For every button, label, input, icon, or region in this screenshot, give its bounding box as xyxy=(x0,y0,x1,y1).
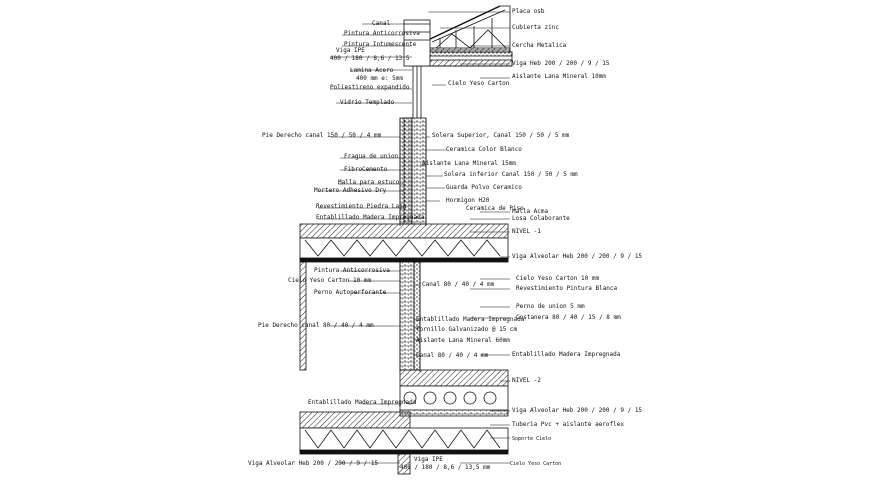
label-tuberia-pvc: Tuberia Pvc + aislante aeroflex xyxy=(512,421,624,428)
label-revestimiento-pintura: Revestimiento Pintura Blanca xyxy=(516,285,618,292)
label-canal-80-mid: Canal 80 / 40 / 4 mm xyxy=(422,281,495,288)
label-entablillado-mid: Entablillado Madera Impregnada xyxy=(416,316,525,323)
label-pie-derecho-canal-top: Pie Derecho canal 150 / 50 / 4 mm xyxy=(262,132,382,139)
label-losa-colaborante: Losa Colaborante xyxy=(512,215,570,222)
upper-window xyxy=(412,66,422,118)
label-cubierta-zinc: Cubierta zinc xyxy=(512,24,559,31)
label-solera-inferior: Solera inferior Canal 150 / 50 / 5 mm xyxy=(444,171,578,178)
label-cielo-yeso-right: Cielo Yeso Carton 10 mm xyxy=(516,275,599,282)
label-aislante-lana-60: Aislante Lana Mineral 60mm xyxy=(416,337,510,344)
label-hormigon-h20: Hormigon H20 xyxy=(446,197,490,204)
label-ceramica-color: Ceramica Color Blanco xyxy=(446,146,522,153)
slab-level-1 xyxy=(299,223,509,263)
label-ceramica-piso: Ceramica de Piso xyxy=(466,205,524,212)
label-entablillado-low: Entablillado Madera Impregnada xyxy=(308,399,417,406)
label-pintura-anticorrosiva-mid: Pintura Anticorrosiva xyxy=(314,267,390,274)
label-aislante-lana-15: Aislante Lana Mineral 15mm xyxy=(422,160,516,167)
label-entablillado-top: Entablillado Madera Impregnada xyxy=(316,214,425,221)
label-costanera: Costanera 80 / 40 / 15 / 8 mm xyxy=(516,314,621,321)
label-vidrio-templado: Vidrio Templado xyxy=(340,99,395,106)
label-tornillo-galvanizado: Tornillo Galvanizado @ 15 cm xyxy=(416,326,518,333)
label-solera-superior: Solera Superior, Canal 150 / 50 / 5 mm xyxy=(432,132,570,139)
label-cielo-yeso-left: Cielo Yeso Carton 10 mm xyxy=(288,277,371,284)
label-viga-alveolar-1: Viga Alveolar Heb 200 / 200 / 9 / 15 xyxy=(512,253,642,260)
label-cielo-yeso-bottom: Cielo Yeso Carton xyxy=(510,461,561,467)
roof-assembly xyxy=(403,5,513,67)
label-aislante-lana-top: Aislante Lana Mineral 10mm xyxy=(512,73,606,80)
label-viga-alveolar-bottom: Viga Alveolar Heb 200 / 200 / 9 / 15 xyxy=(248,460,378,467)
label-mortero-adhesivo: Mortero Adhesivo Dry xyxy=(314,187,387,194)
label-perno-union: Perno de union 5 mm xyxy=(516,303,585,310)
label-placa-osb: Placa osb xyxy=(512,8,545,15)
label-soporte-cielo: Soporte Cielo xyxy=(512,436,551,442)
upper-wall xyxy=(399,117,427,226)
label-pintura-anticorrosiva-top: Pintura Anticorrosiva xyxy=(344,30,420,37)
label-pintura-intumescente: Pintura Intumescente xyxy=(344,41,417,48)
label-fragua-de-union: Fragua de union xyxy=(344,153,399,160)
label-viga-ipe-top-2: 400 / 180 / 8,6 / 13,5 xyxy=(330,55,410,62)
label-viga-ipe-bottom-2: 400 / 180 / 8,6 / 13,5 mm xyxy=(400,464,491,471)
label-entablillado-right: Entablillado Madera Impregnada xyxy=(512,351,621,358)
label-viga-alveolar-2: Viga Alveolar Heb 200 / 200 / 9 / 15 xyxy=(512,407,642,414)
label-cielo-yeso-top: Cielo Yeso Carton xyxy=(448,80,510,87)
label-guarda-polvo: Guarda Polvo Ceramico xyxy=(446,184,522,191)
annotation-labels: Canal Placa osb Pintura Anticorrosiva Cu… xyxy=(248,8,642,471)
label-canal-80-low: Canal 80 / 40 / 4 mm xyxy=(416,352,489,359)
label-malla-acma: Malla Acma xyxy=(512,208,549,215)
label-revestimiento-piedra: Revestimiento Piedra Laja xyxy=(316,203,407,210)
label-pie-derecho-canal-80: Pie Derecho canal 80 / 40 / 4 mm xyxy=(258,322,374,329)
label-viga-heb-top: Viga Heb 200 / 200 / 9 / 15 xyxy=(512,60,610,67)
label-cercha-metalica: Cercha Metalica xyxy=(512,42,567,49)
label-viga-ipe-top-1: Viga IPE xyxy=(336,47,365,54)
label-poliestireno: Poliestireno expandido xyxy=(330,84,410,91)
label-lamina-acero-1: Lamina Acero xyxy=(350,67,394,74)
label-malla-estuco: Malla para estuco xyxy=(338,179,400,186)
label-nivel-1: NIVEL -1 xyxy=(512,228,541,235)
label-lamina-acero-2: 400 mm e: 5mm xyxy=(356,75,403,82)
label-perno-autoperforante: Perno Autoperforante xyxy=(314,289,387,296)
label-nivel-2: NIVEL -2 xyxy=(512,377,541,384)
leader-lines xyxy=(318,11,510,464)
slab-level-2 xyxy=(299,369,509,475)
label-viga-ipe-bottom-1: Viga IPE xyxy=(414,456,443,463)
label-canal: Canal xyxy=(372,20,390,27)
label-fibrocemento: FibroCemento xyxy=(344,166,388,173)
